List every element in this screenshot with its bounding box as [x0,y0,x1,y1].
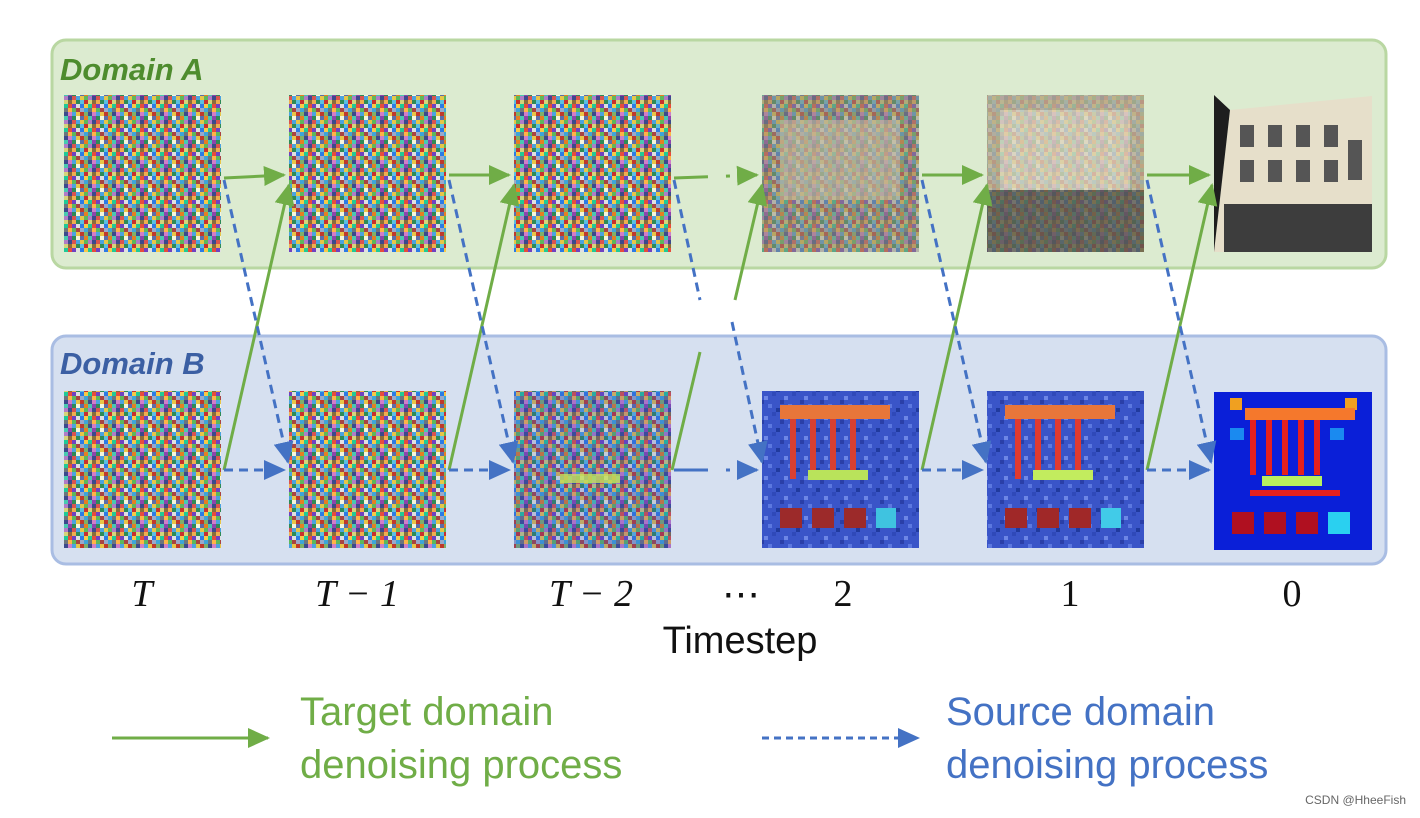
domain-a-title: Domain A [60,52,204,87]
domain-a-image-1 [987,95,1144,252]
timestep-label-1: 1 [1060,573,1080,615]
domain-a-image-T-2 [514,95,671,252]
domain-b-image-T [64,391,221,548]
timestep-label-T-2: T − 2 [548,573,634,615]
domain-b-panel [50,334,1388,566]
source-arrows [222,179,1217,480]
source-arrow [672,179,702,301]
legend-target-line1: Target domain [300,690,554,734]
timestep-label-T-1: T − 1 [314,573,400,615]
domain-b-title: Domain B [60,346,205,381]
legend-source-line1: Source domain [946,690,1216,734]
target-arrow [670,351,702,471]
domain-a-panel [50,38,1388,270]
domain-b-image-2 [762,391,919,548]
legend-source-text: Source domain denoising process [946,686,1268,792]
source-arrow [1145,179,1217,464]
source-arrow [730,321,768,464]
domain-b-image-1 [987,391,1144,548]
timestep-label-T: T [131,573,153,615]
domain-a-image-0 [1214,95,1372,252]
domain-b-image-T-1 [289,391,446,548]
timestep-label-0: 0 [1282,573,1302,615]
domain-b-images [64,391,1372,550]
legend-target-line2: denoising process [300,743,623,787]
source-arrow [447,179,519,464]
domain-a-images [64,95,1372,252]
watermark: CSDN @HheeFish [1305,793,1406,807]
target-arrow [733,183,768,301]
domain-b-image-0 [1214,392,1372,550]
target-arrow [673,165,759,186]
domain-a-image-2 [762,95,919,252]
source-arrow [222,179,294,464]
domain-b-image-T-2 [514,391,671,548]
timestep-label-2: 2 [833,573,853,615]
target-arrow [223,166,286,186]
domain-a-image-T-1 [289,95,446,252]
legend-source-line2: denoising process [946,743,1269,787]
timestep-label-ellipsis: ⋯ [722,574,760,616]
axis-title: Timestep [662,620,818,662]
domain-a-image-T [64,95,221,252]
source-arrow [920,179,992,464]
legend-target-text: Target domain denoising process [300,686,622,792]
